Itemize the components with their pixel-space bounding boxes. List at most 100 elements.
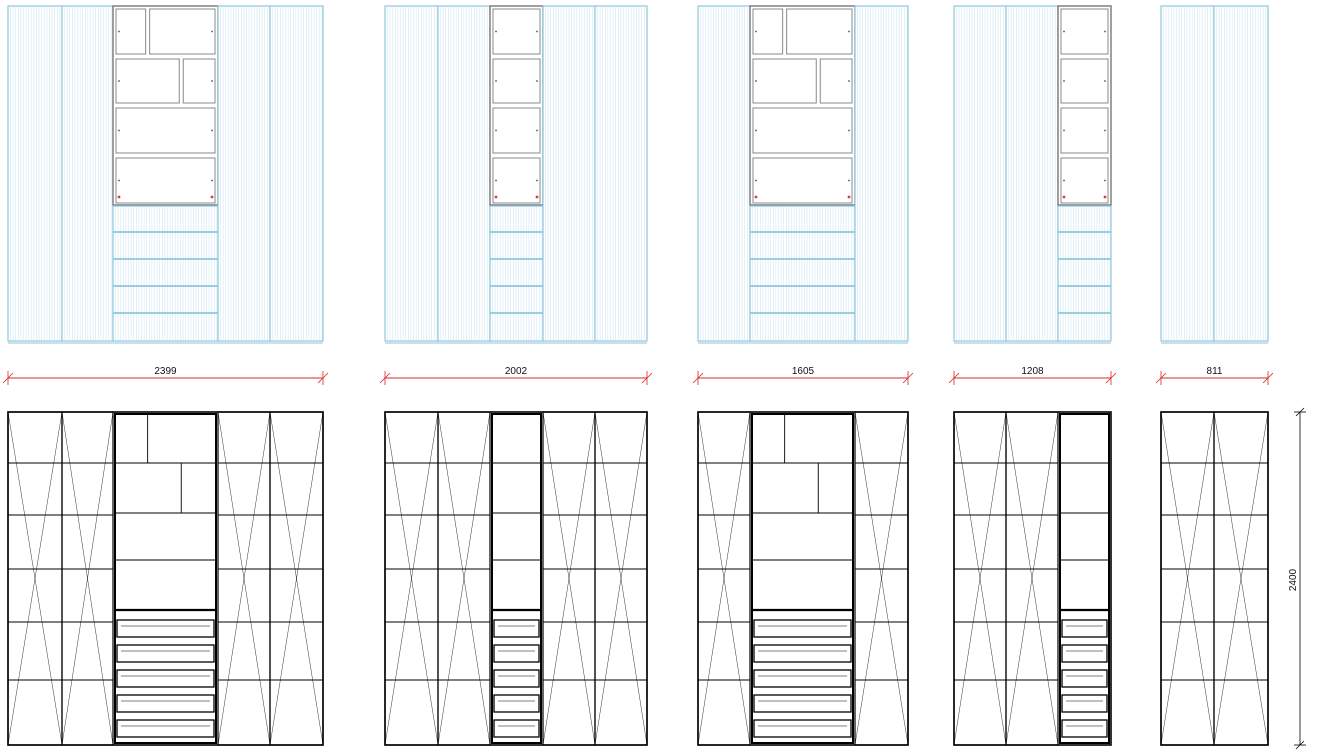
front-unit: [697, 5, 909, 344]
front-unit: [384, 5, 648, 344]
hinge-mark: [210, 195, 214, 199]
carcass-unit: [384, 411, 648, 746]
shelf-pin: [495, 129, 497, 132]
carcass-elevations: [7, 411, 1269, 746]
shelf-pin: [848, 179, 850, 182]
shelf-pin: [495, 80, 497, 82]
open-box: [182, 58, 216, 104]
hinge-mark: [754, 195, 758, 199]
shelf-pin: [1063, 80, 1065, 82]
shelf-pin: [755, 30, 757, 33]
hinge-mark: [1062, 195, 1066, 199]
shelf-pin: [118, 30, 120, 33]
shelf-pin: [848, 129, 850, 132]
open-box: [1060, 107, 1109, 154]
shelf-pin: [1104, 179, 1106, 182]
drawer-box: [493, 694, 540, 713]
shelf-pin: [118, 129, 120, 132]
open-box: [492, 107, 541, 154]
open-box: [1060, 8, 1109, 55]
door-swing-line: [1213, 411, 1269, 746]
shelf-pin: [755, 129, 757, 132]
shelf-pin: [211, 129, 213, 132]
ribbed-door: [7, 5, 63, 342]
drawer-box: [1061, 694, 1108, 713]
drawer-box: [116, 719, 215, 738]
width-dimension-slash: [948, 372, 960, 384]
open-box: [819, 58, 853, 104]
hinge-mark: [117, 195, 121, 199]
door-swing-line: [384, 411, 439, 746]
drawer-box: [1061, 669, 1108, 688]
drawer-box: [1061, 719, 1108, 738]
carcass-unit: [1160, 411, 1269, 746]
width-dimension: 1208: [948, 366, 1117, 385]
open-box: [115, 8, 147, 55]
front-unit: [1160, 5, 1269, 344]
carcass-unit: [7, 411, 324, 746]
hinge-mark: [535, 195, 539, 199]
carcass-compartment: [594, 411, 648, 746]
shelf-pin: [211, 80, 213, 82]
carcass-compartment: [437, 411, 491, 746]
open-box: [752, 58, 817, 104]
shelf-pin: [1063, 129, 1065, 132]
width-dimension-slash: [317, 372, 329, 384]
drawer-box: [753, 669, 852, 688]
open-box: [115, 107, 216, 154]
height-dimension-slash-top: [1295, 407, 1305, 417]
shelf-pin: [848, 30, 850, 33]
shelf-pin: [1063, 179, 1065, 182]
height-dimension: 2400: [1288, 407, 1306, 750]
shelf-pin: [1104, 80, 1106, 82]
shelf-pin: [1063, 30, 1065, 33]
carcass-compartment: [1213, 411, 1269, 746]
width-dimension-slash: [1105, 372, 1117, 384]
door-swing-line: [542, 411, 596, 746]
drawer-box: [493, 619, 540, 638]
front-unit: [7, 5, 324, 344]
door-swing-line: [217, 411, 271, 746]
front-unit: [953, 5, 1112, 344]
shelf-pin: [536, 30, 538, 33]
shelf-pin: [536, 80, 538, 82]
carcass-compartment: [269, 411, 324, 746]
drawer-box: [493, 644, 540, 663]
open-carcass-frame: [491, 413, 542, 744]
shelf-pin: [118, 179, 120, 182]
shelf-pin: [211, 179, 213, 182]
width-dimension-label: 1208: [1021, 366, 1044, 377]
drawer-box: [116, 669, 215, 688]
hinge-mark: [1103, 195, 1107, 199]
height-dimension-slash-bottom: [1295, 740, 1305, 750]
width-dimension-slash: [902, 372, 914, 384]
door-swing-line: [953, 411, 1007, 746]
shelf-pin: [848, 80, 850, 82]
door-swing-line: [437, 411, 491, 746]
carcass-compartment: [61, 411, 114, 746]
door-swing-line: [7, 411, 63, 746]
carcass-compartment: [697, 411, 751, 746]
width-dimension-slash: [1155, 372, 1167, 384]
ribbed-door: [1213, 5, 1269, 342]
shelf-pin: [755, 80, 757, 82]
shelf-pin: [495, 30, 497, 33]
open-box: [752, 8, 784, 55]
door-swing-line: [61, 411, 114, 746]
open-box: [492, 8, 541, 55]
shelf-pin: [536, 129, 538, 132]
width-dimension: 811: [1155, 366, 1274, 385]
drawer-box: [1061, 619, 1108, 638]
open-box: [115, 58, 180, 104]
carcass-compartment: [1005, 411, 1059, 746]
door-swing-line: [594, 411, 648, 746]
width-dimension: 2002: [379, 366, 653, 385]
hinge-mark: [847, 195, 851, 199]
drawer-box: [116, 644, 215, 663]
height-dimension-label: 2400: [1288, 568, 1299, 591]
width-dimension-slash: [1262, 372, 1274, 384]
width-dimension-label: 2002: [505, 366, 528, 377]
width-dimension-label: 2399: [154, 366, 177, 377]
drawer-stack: [112, 205, 219, 342]
